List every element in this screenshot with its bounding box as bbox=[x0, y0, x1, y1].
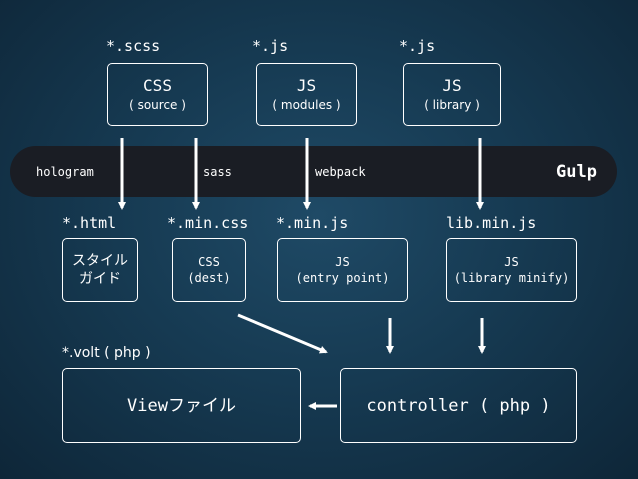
controller-text: controller ( php ) bbox=[366, 395, 551, 416]
volt-file-label: *.volt ( php ) bbox=[62, 345, 151, 361]
style-guide-box: スタイル ガイド bbox=[62, 238, 138, 302]
hologram-label: hologram bbox=[36, 165, 94, 179]
js-minify-line2: (library minify) bbox=[453, 271, 570, 285]
html-file-label: *.html bbox=[62, 214, 117, 232]
js-entry-point-box: JS (entry point) bbox=[277, 238, 408, 302]
webpack-label: webpack bbox=[315, 165, 366, 179]
js-library-minify-box: JS (library minify) bbox=[446, 238, 577, 302]
js-library-box: JS ( library ) bbox=[403, 63, 501, 126]
view-file-text: Viewファイル bbox=[127, 395, 236, 416]
style-guide-line2: ガイド bbox=[79, 271, 121, 287]
css-source-title: CSS bbox=[143, 75, 172, 95]
css-source-sub: ( source ) bbox=[129, 97, 186, 112]
gulp-label: Gulp bbox=[556, 162, 597, 182]
js-library-sub: ( library ) bbox=[424, 97, 480, 112]
js-modules-box: JS ( modules ) bbox=[256, 63, 357, 126]
css-dest-line1: CSS bbox=[198, 255, 220, 269]
gulp-pipeline-band bbox=[10, 146, 617, 197]
min-css-file-label: *.min.css bbox=[167, 214, 249, 232]
arrow-dest-to-controller bbox=[237, 313, 328, 354]
scss-file-label: *.scss bbox=[106, 37, 161, 55]
style-guide-line1: スタイル bbox=[72, 253, 128, 269]
js-minify-line1: JS bbox=[504, 255, 519, 269]
js-modules-sub: ( modules ) bbox=[272, 97, 341, 112]
js-entry-line2: (entry point) bbox=[295, 271, 390, 285]
css-dest-box: CSS (dest) bbox=[172, 238, 246, 302]
min-js-file-label: *.min.js bbox=[276, 214, 349, 232]
css-dest-line2: (dest) bbox=[187, 271, 231, 285]
js-file-label: *.js bbox=[252, 37, 289, 55]
js-entry-line1: JS bbox=[335, 255, 350, 269]
controller-box: controller ( php ) bbox=[340, 368, 577, 443]
js-library-file-label: *.js bbox=[399, 37, 436, 55]
view-file-box: Viewファイル bbox=[62, 368, 301, 443]
js-modules-title: JS bbox=[296, 75, 317, 95]
css-source-box: CSS ( source ) bbox=[107, 63, 208, 126]
js-library-title: JS bbox=[442, 75, 462, 95]
lib-min-js-file-label: lib.min.js bbox=[446, 214, 537, 232]
sass-label: sass bbox=[203, 165, 232, 179]
